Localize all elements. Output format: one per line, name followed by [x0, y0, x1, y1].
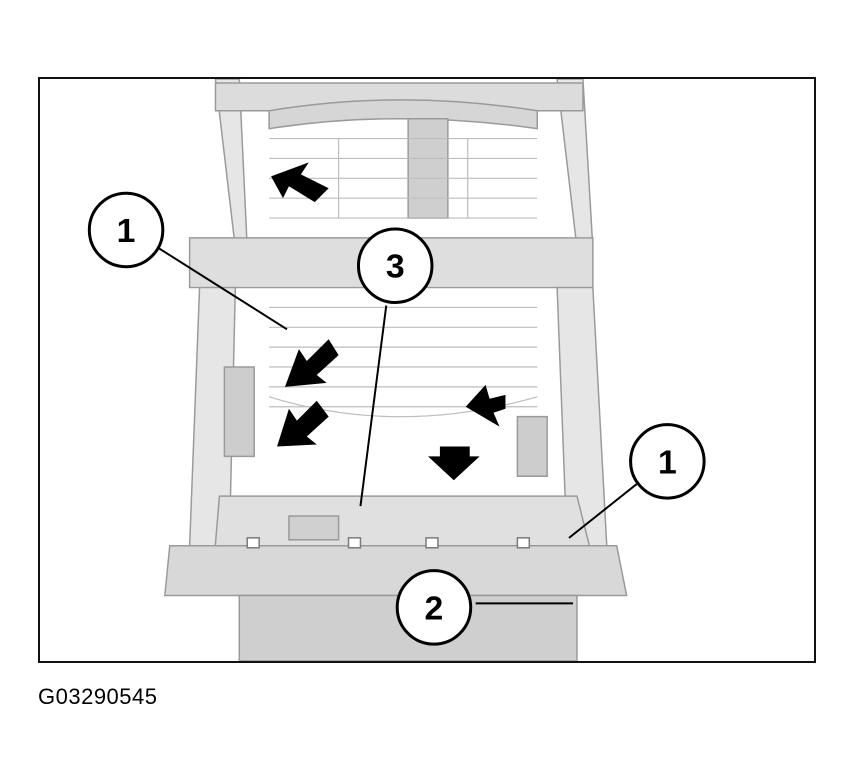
leader-3: [359, 305, 388, 507]
top-crossbar: [214, 82, 584, 112]
seat-frame-illustration: 1 3 1 2: [40, 79, 814, 661]
figure-panel: 1 3 1 2: [38, 77, 816, 663]
callout-1-right-label: 1: [658, 443, 677, 481]
callout-1-left-label: 1: [117, 212, 136, 250]
leader-1-right: [568, 483, 638, 539]
panel-tabs: [246, 537, 531, 549]
leader-1-left: [151, 243, 288, 331]
arrow-right-2: [427, 446, 480, 481]
seat-frame: [163, 79, 628, 661]
front-crossbar: [163, 545, 628, 597]
panel-slot: [288, 515, 340, 541]
callout-3: 3: [356, 227, 434, 304]
arrow-upper: [271, 162, 329, 203]
callout-2: 2: [395, 569, 473, 646]
leader-lines: [151, 243, 638, 605]
callout-3-label: 3: [386, 248, 405, 286]
left-mechanism: [223, 366, 255, 458]
arrow-right-1: [465, 384, 506, 427]
right-mechanism: [516, 415, 548, 478]
callout-2-label: 2: [425, 589, 444, 627]
upper-bracket: [407, 117, 449, 219]
arrow-left-1: [284, 339, 339, 387]
figure-code: G03290545: [38, 684, 158, 709]
location-arrows: [271, 162, 506, 481]
callout-1-right: 1: [629, 423, 706, 500]
top-arch: [268, 99, 538, 130]
callout-1-left: 1: [87, 191, 165, 269]
arrow-left-2: [277, 400, 329, 447]
